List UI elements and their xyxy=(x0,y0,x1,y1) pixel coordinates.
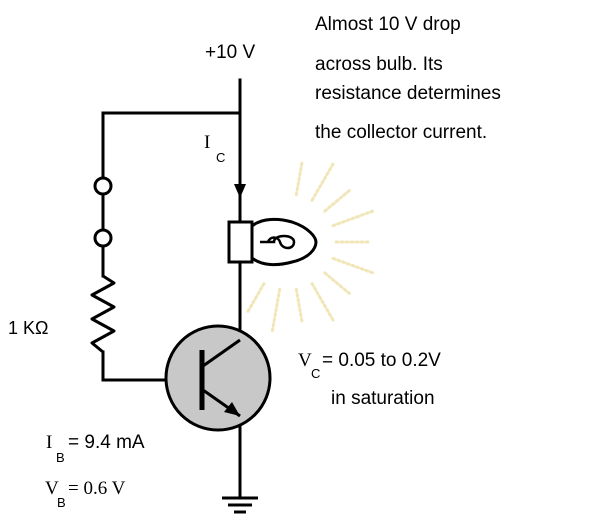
transistor-collector-lead xyxy=(202,338,241,368)
bulb-note-line-1: Almost 10 V drop xyxy=(315,14,461,35)
light-bulb xyxy=(227,217,318,267)
glow-ray xyxy=(270,287,282,335)
npn-transistor xyxy=(164,324,272,432)
bulb-filament xyxy=(260,234,296,250)
bulb-note: Almost 10 V drop across bulb. Its resist… xyxy=(315,14,506,143)
switch-contact-top xyxy=(93,176,113,196)
bulb-glass xyxy=(250,217,318,267)
base-voltage-symbol: V xyxy=(45,478,59,499)
base-current-subscript: B xyxy=(56,450,65,465)
glow-ray xyxy=(294,287,304,323)
bulb-note-line-2: across bulb. Its xyxy=(315,54,443,75)
base-current-value: = 9.4 mA xyxy=(68,432,145,453)
collector-voltage-subscript: C xyxy=(311,366,320,381)
glow-ray xyxy=(323,271,351,295)
supply-label: +10 V xyxy=(205,42,256,63)
collector-voltage-value: = 0.05 to 0.2V xyxy=(322,350,441,371)
bulb-glow xyxy=(246,160,376,335)
transistor-body xyxy=(164,324,272,432)
collector-voltage-symbol: V xyxy=(298,350,312,371)
bulb-note-line-4: the collector current. xyxy=(315,122,487,143)
collector-current-subscript: C xyxy=(216,150,225,165)
bulb-socket xyxy=(227,220,254,264)
base-voltage-subscript: B xyxy=(57,495,66,510)
glow-ray xyxy=(331,209,376,228)
glow-ray xyxy=(246,282,266,313)
glow-ray xyxy=(310,160,336,202)
glow-ray xyxy=(323,189,351,213)
glow-ray xyxy=(310,282,336,324)
bulb-note-line-3: resistance determines xyxy=(315,83,501,104)
resistor-symbol xyxy=(90,274,116,354)
emitter-arrow xyxy=(224,402,240,416)
switch-contact-bottom xyxy=(93,228,113,248)
collector-current-symbol: I xyxy=(204,132,210,153)
ground-symbol xyxy=(222,496,258,514)
glow-ray xyxy=(331,256,376,275)
base-voltage-value: = 0.6 V xyxy=(68,478,126,499)
collector-voltage-note: in saturation xyxy=(331,388,435,409)
wires xyxy=(101,78,242,500)
base-current-symbol: I xyxy=(46,432,52,453)
glow-ray xyxy=(294,161,304,197)
resistor-label: 1 KΩ xyxy=(8,318,48,338)
collector-current-arrow xyxy=(234,184,246,198)
